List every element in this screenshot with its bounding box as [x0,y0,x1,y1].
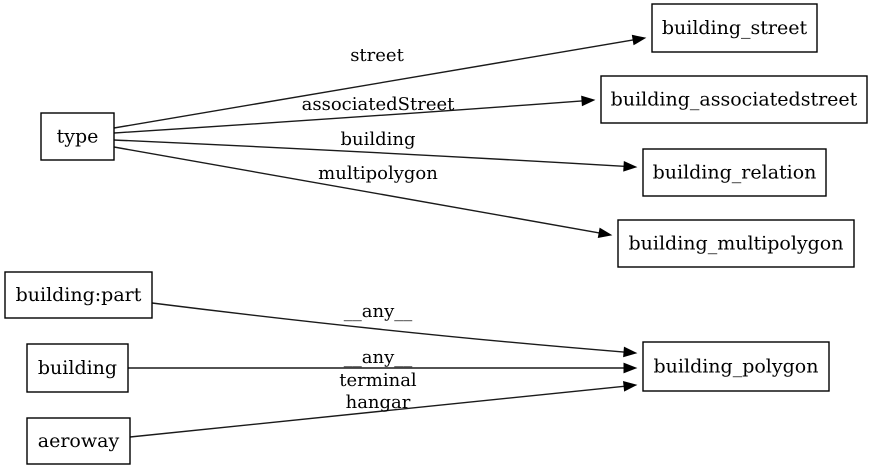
node-label: building_polygon [654,356,819,378]
node-label: aeroway [38,430,120,452]
edges-layer [113,34,647,438]
edge-building-to-building_polygon [128,362,638,374]
edge-building_part-to-building_polygon [151,302,638,358]
edge-aeroway-to-building_polygon [129,381,638,438]
node-label: building_street [662,17,808,39]
node-building_part[interactable]: building:part [4,271,153,319]
nodes-layer: type building_street building_associatedst… [4,3,868,465]
edge-label: terminal [339,370,417,391]
edge-type-to-building_relation [113,139,638,172]
edge-arrowhead-icon [597,227,613,239]
edge-label: __any__ [344,301,413,322]
edge-label: multipolygon [318,163,438,184]
node-building_relation[interactable]: building_relation [642,148,827,197]
node-box[interactable] [600,75,868,124]
node-box[interactable] [40,112,115,161]
node-building_associatedstreet[interactable]: building_associatedstreet [600,75,868,124]
edge-arrowhead-icon [623,160,638,172]
node-label: building_relation [653,162,817,184]
edge-label: associatedStreet [302,94,455,115]
node-label: type [57,126,99,148]
node-label: building_associatedstreet [611,89,858,111]
node-building_street[interactable]: building_street [651,3,818,53]
edge-line [113,139,625,167]
edge-type-to-building_multipolygon [113,146,613,239]
edge-label: __any__ [344,347,413,368]
node-aeroway[interactable]: aeroway [26,417,131,465]
edge-arrowhead-icon [623,381,638,392]
node-box[interactable] [617,219,855,268]
edge-line [113,146,600,234]
node-building_multipolygon[interactable]: building_multipolygon [617,219,855,268]
node-label: building_multipolygon [629,233,844,255]
edge-arrowhead-icon [581,95,596,107]
node-label: building:part [16,284,142,306]
edge-arrowhead-icon [623,362,638,374]
edge-line [113,100,583,134]
edge-line [113,39,634,129]
edge-type-to-building_associatedstreet [113,95,596,134]
node-box[interactable] [26,343,129,393]
node-box[interactable] [4,271,153,319]
node-box[interactable] [651,3,818,53]
node-box[interactable] [26,417,131,465]
edge-label: street [350,45,404,66]
node-box[interactable] [642,148,827,197]
edge-line [129,385,625,438]
edge-arrowhead-icon [631,34,647,46]
node-type[interactable]: type [40,112,115,161]
edge-arrowhead-icon [623,346,638,358]
edge-labels-layer: street associatedStreet building multipolyg… [302,45,455,413]
node-building_polygon[interactable]: building_polygon [642,341,830,392]
edge-label: hangar [346,392,411,413]
node-label: building [38,357,117,379]
node-box[interactable] [642,341,830,392]
edge-label: building [340,129,415,150]
edge-type-to-building_street [113,34,647,129]
node-building[interactable]: building [26,343,129,393]
edge-line [151,302,625,353]
